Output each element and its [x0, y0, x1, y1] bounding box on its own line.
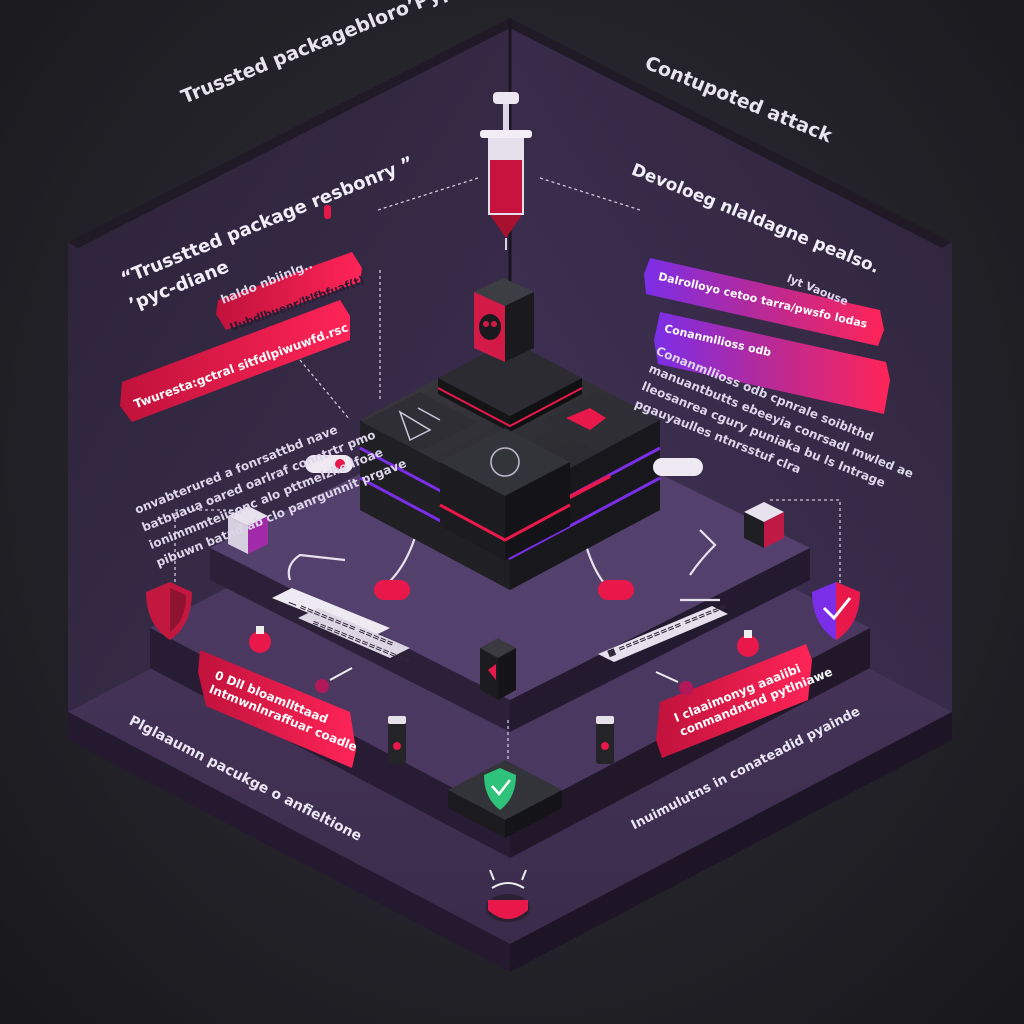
right-wall-top-edge — [510, 18, 952, 248]
tag-left-lower — [298, 608, 410, 658]
left-wall-pill-main — [120, 300, 350, 422]
vial-left — [388, 716, 406, 764]
bottom-left-card — [198, 650, 356, 768]
warning-icon — [566, 408, 606, 430]
platform-nodes — [305, 455, 703, 600]
bottom-right-card — [656, 644, 812, 758]
tag-right — [598, 606, 728, 662]
central-server-stack — [359, 340, 661, 590]
left-wall-top-edge — [68, 18, 510, 248]
bug-icon — [398, 407, 441, 442]
tag-left-upper — [272, 588, 390, 638]
right-wall-pill-red — [654, 312, 890, 414]
skull-cube-icon — [474, 278, 534, 362]
base-floor-left-side — [68, 712, 510, 972]
base-floor-right-side — [510, 712, 952, 972]
malicious-cube-center — [480, 638, 516, 700]
syringe-icon — [480, 92, 532, 250]
shield-check-icon — [812, 582, 860, 640]
vial-right — [596, 716, 614, 764]
right-wall-pill-violet — [644, 258, 884, 346]
left-wall-red-marker — [324, 205, 331, 219]
verified-shield-node — [448, 760, 562, 838]
left-wall-pill-upper — [216, 252, 362, 330]
bug-icon-bottom — [486, 869, 530, 922]
shield-icon — [146, 582, 192, 640]
potion-icon — [249, 626, 759, 695]
package-box-right — [744, 502, 784, 548]
package-box-left — [228, 506, 268, 554]
lock-icon — [490, 447, 520, 477]
